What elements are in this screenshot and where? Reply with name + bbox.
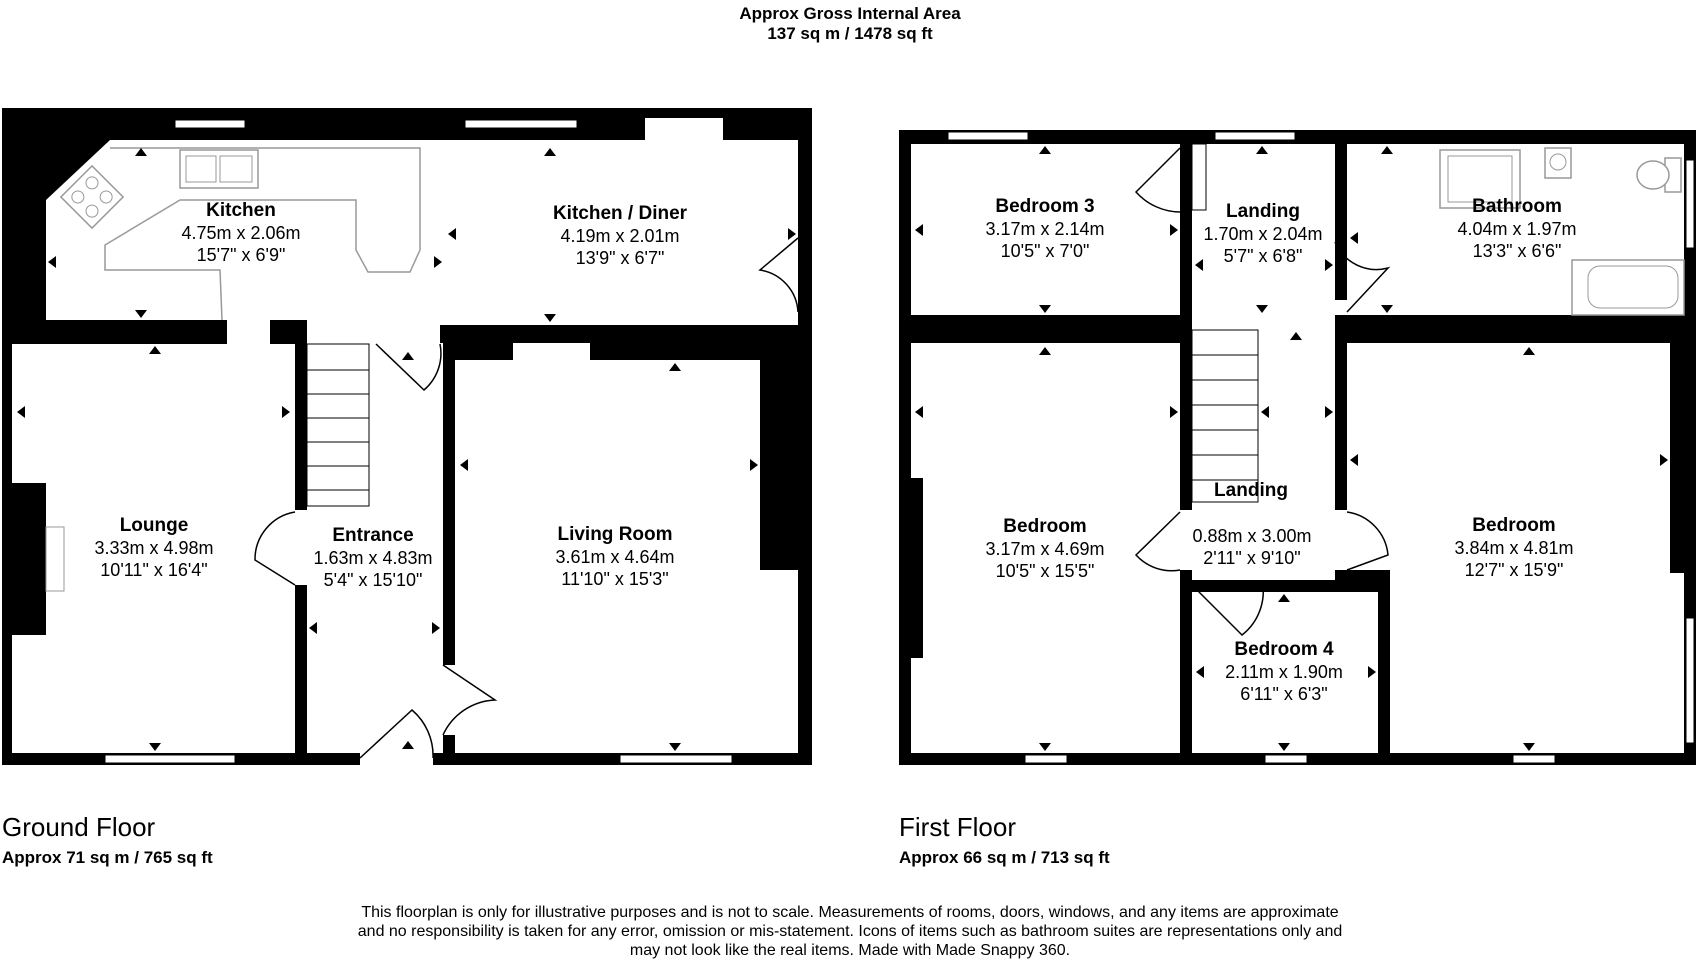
room-label-kitchen-diner: Kitchen / Diner 4.19m x 2.01m 13'9" x 6'…: [553, 203, 687, 269]
room-dim-metric: 4.04m x 1.97m: [1457, 219, 1577, 239]
room-name-landing-mid: Landing: [1214, 480, 1288, 501]
room-label-bedroom-3: Bedroom 3 3.17m x 2.14m 10'5" x 7'0": [985, 196, 1104, 262]
room-label-lounge: Lounge 3.33m x 4.98m 10'11" x 16'4": [94, 515, 213, 581]
room-dim-imperial: 13'9" x 6'7": [575, 248, 665, 268]
room-label-landing-mid: 0.88m x 3.00m 2'11" x 9'10": [1192, 525, 1311, 569]
room-dim-metric: 4.75m x 2.06m: [181, 223, 301, 243]
disclaimer-line: may not look like the real items. Made w…: [629, 942, 1071, 959]
room-name: Living Room: [557, 524, 673, 545]
room-dim-metric: 1.70m x 2.04m: [1203, 224, 1323, 244]
room-dim-metric: 3.17m x 4.69m: [985, 539, 1105, 559]
room-dim-imperial: 13'3" x 6'6": [1472, 241, 1562, 261]
room-dim-imperial: 12'7" x 15'9": [1464, 560, 1564, 580]
room-label-bathroom: Bathroom 4.04m x 1.97m 13'3" x 6'6": [1457, 196, 1576, 262]
disclaimer-line: This floorplan is only for illustrative …: [361, 904, 1339, 921]
header-title: Approx Gross Internal Area: [739, 4, 961, 23]
disclaimer: This floorplan is only for illustrative …: [358, 903, 1342, 960]
room-label-bedroom-right: Bedroom 3.84m x 4.81m 12'7" x 15'9": [1454, 515, 1573, 581]
room-label-entrance: Entrance 1.63m x 4.83m 5'4" x 15'10": [313, 525, 432, 591]
room-dim-metric: 2.11m x 1.90m: [1225, 662, 1343, 682]
room-name: Landing: [1226, 201, 1300, 222]
disclaimer-line: and no responsibility is taken for any e…: [357, 923, 1343, 940]
ground-floor-plan: [2, 108, 812, 765]
room-dim-imperial: 10'11" x 16'4": [100, 560, 208, 580]
room-dim-metric: 0.88m x 3.00m: [1192, 526, 1312, 546]
room-label-bedroom-4: Bedroom 4 2.11m x 1.90m 6'11" x 6'3": [1225, 639, 1343, 705]
room-dim-imperial: 5'4" x 15'10": [323, 570, 423, 590]
first-floor-plan: [899, 130, 1696, 765]
room-name: Bedroom 3: [995, 196, 1095, 217]
room-name: Bedroom: [1472, 515, 1556, 536]
room-name: Bedroom 4: [1234, 639, 1334, 660]
room-dim-imperial: 2'11" x 9'10": [1203, 548, 1301, 568]
header-area: 137 sq m / 1478 sq ft: [767, 24, 933, 43]
first-floor-area: Approx 66 sq m / 713 sq ft: [899, 848, 1110, 867]
room-dim-metric: 3.17m x 2.14m: [985, 219, 1105, 239]
room-dim-metric: 3.33m x 4.98m: [94, 538, 214, 558]
room-name: Lounge: [119, 515, 189, 536]
ground-floor-title: Ground Floor: [2, 812, 156, 842]
room-dim-imperial: 10'5" x 7'0": [1000, 241, 1090, 261]
room-name: Kitchen: [206, 200, 276, 221]
room-label-kitchen: Kitchen 4.75m x 2.06m 15'7" x 6'9": [181, 200, 300, 266]
room-name: Bathroom: [1472, 196, 1562, 217]
room-dim-imperial: 10'5" x 15'5": [995, 561, 1095, 581]
room-dim-imperial: 5'7" x 6'8": [1223, 246, 1303, 266]
first-floor-title: First Floor: [899, 812, 1016, 842]
ground-floor-area: Approx 71 sq m / 765 sq ft: [2, 848, 213, 867]
room-label-landing-top: Landing 1.70m x 2.04m 5'7" x 6'8": [1203, 201, 1322, 267]
room-dim-imperial: 6'11" x 6'3": [1240, 684, 1328, 704]
room-label-living-room: Living Room 3.61m x 4.64m 11'10" x 15'3": [555, 524, 674, 590]
room-dim-metric: 3.61m x 4.64m: [555, 547, 675, 567]
room-dim-metric: 4.19m x 2.01m: [560, 226, 680, 246]
room-dim-imperial: 11'10" x 15'3": [561, 569, 669, 589]
room-name: Bedroom: [1003, 516, 1087, 537]
room-name: Entrance: [332, 525, 414, 546]
room-dim-metric: 3.84m x 4.81m: [1454, 538, 1574, 558]
room-label-bedroom-left: Bedroom 3.17m x 4.69m 10'5" x 15'5": [985, 516, 1104, 582]
room-name: Kitchen / Diner: [552, 203, 688, 224]
room-dim-metric: 1.63m x 4.83m: [313, 548, 433, 568]
room-dim-imperial: 15'7" x 6'9": [196, 245, 286, 265]
